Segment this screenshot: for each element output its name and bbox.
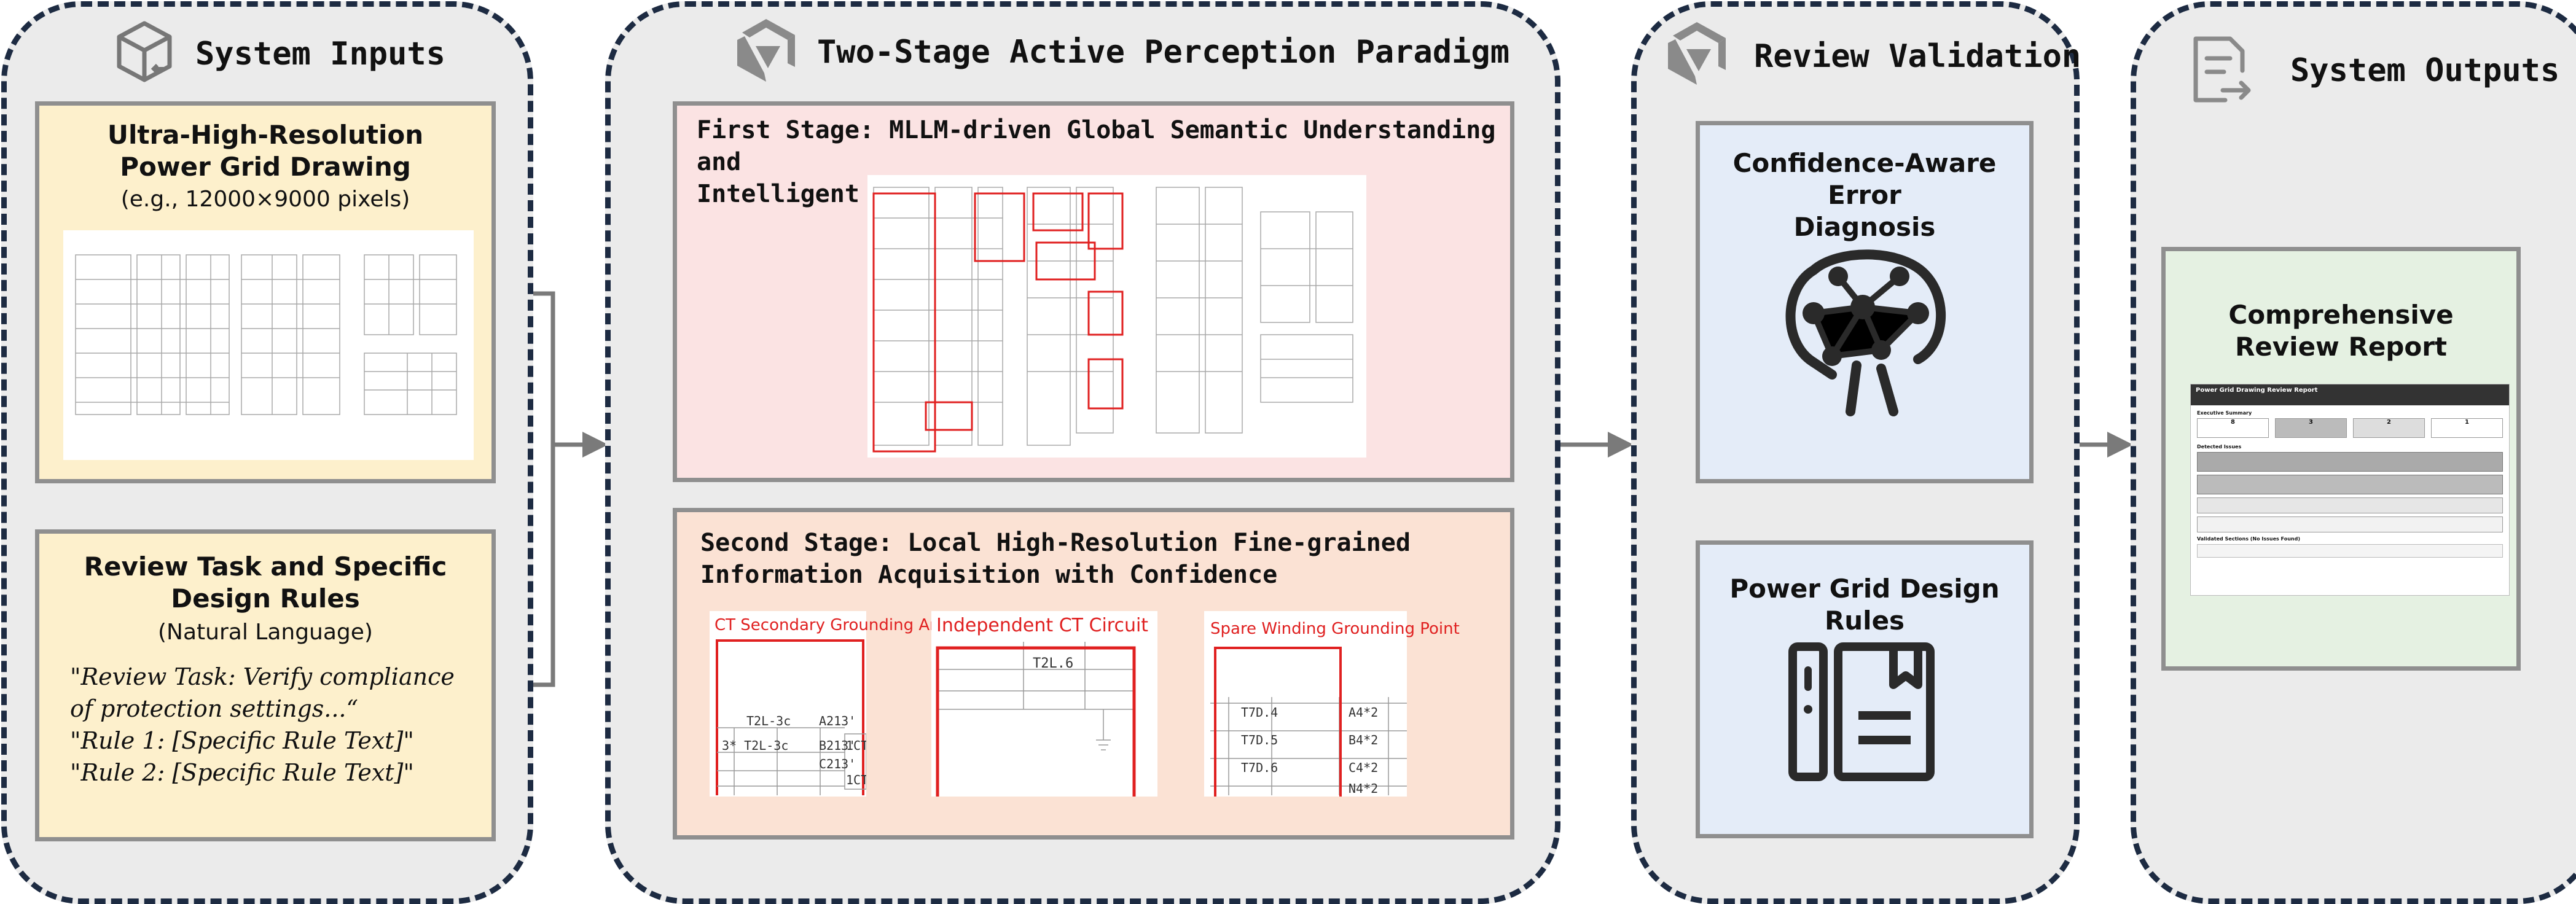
crop-cell: C4*2: [1349, 760, 1378, 775]
crop-label: CT Secondary Grounding Area: [714, 616, 956, 634]
brain-network-icon: [1777, 240, 1955, 418]
crop-label: Spare Winding Grounding Point: [1210, 620, 1460, 638]
report-summary-heading: Executive Summary: [2197, 410, 2252, 416]
report-preview: Power Grid Drawing Review Report Executi…: [2190, 384, 2510, 596]
crop-cell: 1CT: [846, 773, 866, 787]
design-rules-title: Power Grid Design Rules: [1729, 574, 2000, 636]
report-validated-heading: Validated Sections (No Issues Found): [2197, 536, 2300, 542]
rules-quote-line: "Review Task: Verify compliance: [70, 663, 455, 690]
crop-cell: 1CT: [846, 738, 866, 753]
crop-label: Independent CT Circuit: [936, 615, 1149, 636]
document-export-icon: [2187, 34, 2255, 107]
summary-count: 3: [2275, 418, 2347, 438]
cube-icon: [111, 18, 178, 86]
crop-cell: A213': [819, 714, 856, 728]
rules-quote-line: of protection settings...“: [70, 695, 358, 722]
crop-cell: T7D.6: [1241, 760, 1278, 775]
design-rules-box: Power Grid Design Rules: [1696, 540, 2034, 838]
report-issues-heading: Detected Issues: [2197, 444, 2242, 450]
perception-logo-icon: [731, 15, 802, 86]
summary-count: 2: [2353, 418, 2425, 438]
rules-quote-line: "Rule 2: [Specific Rule Text]": [70, 759, 414, 786]
rules-language-note: (Natural Language): [158, 620, 373, 645]
rules-quote-line: "Rule 1: [Specific Rule Text]": [70, 727, 414, 754]
crop-cell: T7D.5: [1241, 733, 1278, 747]
crop-independent-ct-circuit: Independent CT Circuit T2L.6: [931, 611, 1157, 797]
paradigm-title: Two-Stage Active Perception Paradigm: [817, 34, 1510, 71]
crop-cell: N4*2: [1349, 781, 1378, 796]
drawing-title-line2: Power Grid Drawing: [120, 152, 411, 182]
rules-input-box: Review Task and Specific Design Rules (N…: [35, 529, 496, 841]
crop-cell: A4*2: [1349, 705, 1378, 720]
rulebook-icon: [1788, 642, 1935, 783]
crop-cell: T7D.4: [1241, 705, 1278, 720]
crop-ct-secondary-grounding: CT Secondary Grounding Area T2L-3c A213'…: [710, 611, 955, 797]
validated-row: [2197, 544, 2503, 558]
crop-spare-winding-grounding: Spare Winding Grounding Point T7D.4 A4*2…: [1204, 611, 1460, 797]
rules-title-line2: Design Rules: [171, 583, 360, 614]
crop-cell: B213': [819, 738, 856, 753]
issue-row: [2197, 516, 2503, 532]
crop-cell: 3* T2L-3c: [722, 738, 788, 753]
report-header: Power Grid Drawing Review Report: [2191, 384, 2509, 405]
crop-cell: C213': [819, 757, 856, 771]
validation-title: Review Validation: [1754, 38, 2081, 75]
issue-row: [2197, 497, 2503, 513]
outputs-title: System Outputs: [2290, 52, 2560, 89]
crop-cell: B4*2: [1349, 733, 1378, 747]
drawing-resolution-note: (e.g., 12000×9000 pixels): [120, 187, 410, 212]
report-doc-title: Power Grid Drawing Review Report: [2196, 387, 2318, 394]
drawing-thumbnail: [63, 230, 474, 460]
validation-logo-icon: [1662, 18, 1732, 89]
issue-row: [2197, 452, 2503, 472]
stage2-title-line1: Second Stage: Local High-Resolution Fine…: [700, 529, 1411, 557]
crop-cell: T2L.6: [1033, 656, 1073, 671]
drawing-title-line1: Ultra-High-Resolution: [107, 120, 424, 150]
stage2-title-line2: Information Acquisition with Confidence: [700, 561, 1278, 589]
summary-count: 8: [2197, 418, 2269, 438]
diagnosis-title-line1: Confidence-Aware Error: [1732, 148, 1997, 210]
issue-row: [2197, 475, 2503, 494]
report-title-line1: Comprehensive: [2228, 300, 2454, 330]
stage1-title-line1: First Stage: MLLM-driven Global Semantic…: [697, 116, 1496, 176]
diagnosis-title-line2: Diagnosis: [1793, 212, 1936, 242]
region-proposal-thumbnail: [867, 175, 1366, 458]
crop-cell: T2L-3c: [746, 714, 791, 728]
report-title-line2: Review Report: [2234, 332, 2448, 362]
rules-title-line1: Review Task and Specific: [84, 551, 447, 582]
inputs-title: System Inputs: [195, 36, 445, 72]
summary-count: 1: [2431, 418, 2503, 438]
